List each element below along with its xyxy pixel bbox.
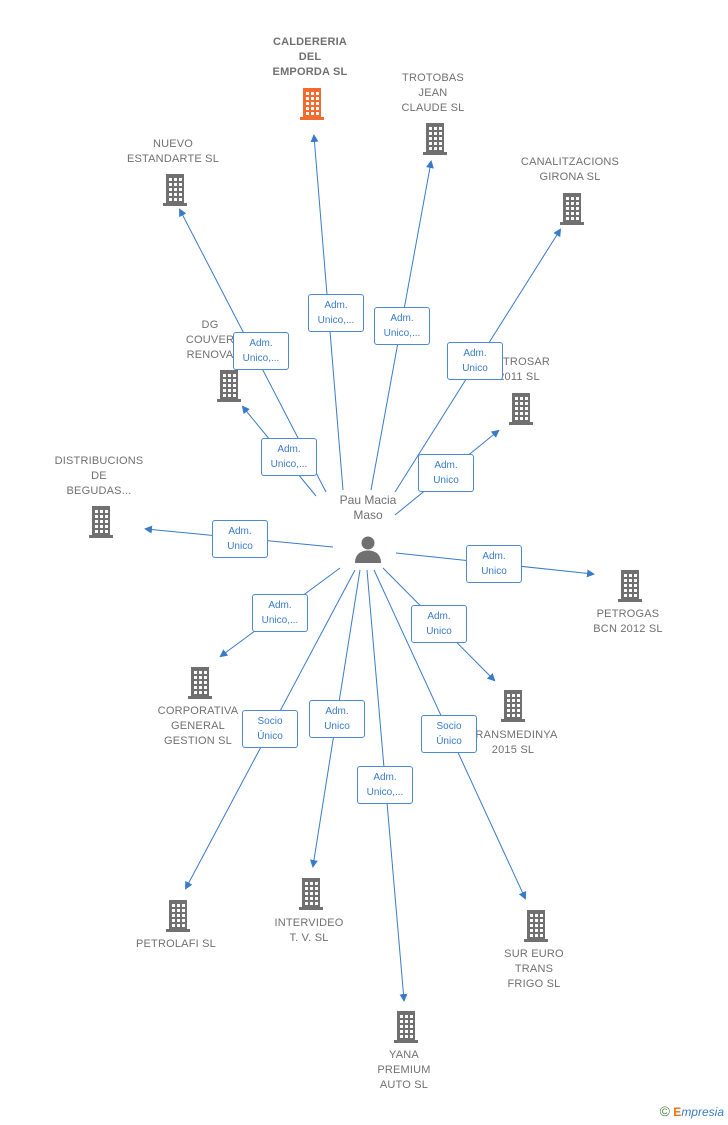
building-icon-yana[interactable] xyxy=(393,1009,419,1043)
person-icon[interactable] xyxy=(353,534,383,564)
edge-label-intervideo[interactable]: Adm. Unico xyxy=(309,700,365,738)
edge-label-petrogas[interactable]: Adm. Unico xyxy=(466,545,522,583)
company-name-distribucions[interactable]: DISTRIBUCIONS DE BEGUDAS... xyxy=(54,455,144,497)
copyright-icon: © xyxy=(659,1103,670,1119)
building-icon-dg[interactable] xyxy=(216,368,242,402)
company-name-petrogas[interactable]: PETROGAS BCN 2012 SL xyxy=(593,608,663,635)
company-name-petrosar[interactable]: PETROSAR 2011 SL xyxy=(487,356,551,383)
building-icon-transmedinya[interactable] xyxy=(500,688,526,722)
edge-label-corporativa[interactable]: Adm. Unico,... xyxy=(252,594,308,632)
company-name-nuevo[interactable]: NUEVO ESTANDARTE SL xyxy=(126,138,220,165)
center-person-name[interactable]: Pau Macia Maso xyxy=(339,493,397,522)
building-icon-nuevo[interactable] xyxy=(162,172,188,206)
company-name-corporativa[interactable]: CORPORATIVA GENERAL GESTION SL xyxy=(157,705,239,747)
company-name-petrolafi[interactable]: PETROLAFI SL xyxy=(135,938,217,950)
building-icon-caldereria[interactable] xyxy=(299,86,325,120)
company-name-canalitzacions[interactable]: CANALITZACIONS GIRONA SL xyxy=(520,156,620,183)
building-icon-canalitzacions[interactable] xyxy=(559,191,585,225)
edge-label-sureuro[interactable]: Socio Único xyxy=(421,715,477,753)
building-icon-distribucions[interactable] xyxy=(88,504,114,538)
brand-logo-initial: E xyxy=(673,1105,682,1119)
company-name-caldereria[interactable]: CALDERERIA DEL EMPORDA SL xyxy=(272,36,348,78)
building-icon-corporativa[interactable] xyxy=(187,665,213,699)
company-name-transmedinya[interactable]: TRANSMEDINYA 2015 SL xyxy=(468,729,558,756)
edge-label-petrosar[interactable]: Adm. Unico xyxy=(418,454,474,492)
building-icon-petrosar[interactable] xyxy=(508,391,534,425)
building-icon-petrolafi[interactable] xyxy=(165,898,191,932)
building-icon-petrogas[interactable] xyxy=(617,568,643,602)
building-icon-sureuro[interactable] xyxy=(523,908,549,942)
edge-label-caldereria[interactable]: Adm. Unico,... xyxy=(308,294,364,332)
company-name-intervideo[interactable]: INTERVIDEO T. V. SL xyxy=(274,917,344,944)
edge-label-nuevo[interactable]: Adm. Unico,... xyxy=(233,332,289,370)
edge-label-canalitzacions[interactable]: Adm. Unico xyxy=(447,342,503,380)
brand-footer: © Empresia xyxy=(660,1103,724,1119)
company-name-sureuro[interactable]: SUR EURO TRANS FRIGO SL xyxy=(504,948,564,990)
building-icon-trotobas[interactable] xyxy=(422,121,448,155)
edge-label-distribucions[interactable]: Adm. Unico xyxy=(212,520,268,558)
brand-logo-text: mpresia xyxy=(681,1105,724,1119)
edge-label-trotobas[interactable]: Adm. Unico,... xyxy=(374,307,430,345)
company-name-yana[interactable]: YANA PREMIUM AUTO SL xyxy=(377,1049,431,1091)
edge-label-petrolafi[interactable]: Socio Único xyxy=(242,710,298,748)
company-name-trotobas[interactable]: TROTOBAS JEAN CLAUDE SL xyxy=(401,72,465,114)
edge-label-dg[interactable]: Adm. Unico,... xyxy=(261,438,317,476)
building-icon-intervideo[interactable] xyxy=(298,876,324,910)
edge-label-yana[interactable]: Adm. Unico,... xyxy=(357,766,413,804)
edge-label-transmedinya[interactable]: Adm. Unico xyxy=(411,605,467,643)
company-name-dg[interactable]: DG COUVER RENOVA xyxy=(185,319,235,361)
